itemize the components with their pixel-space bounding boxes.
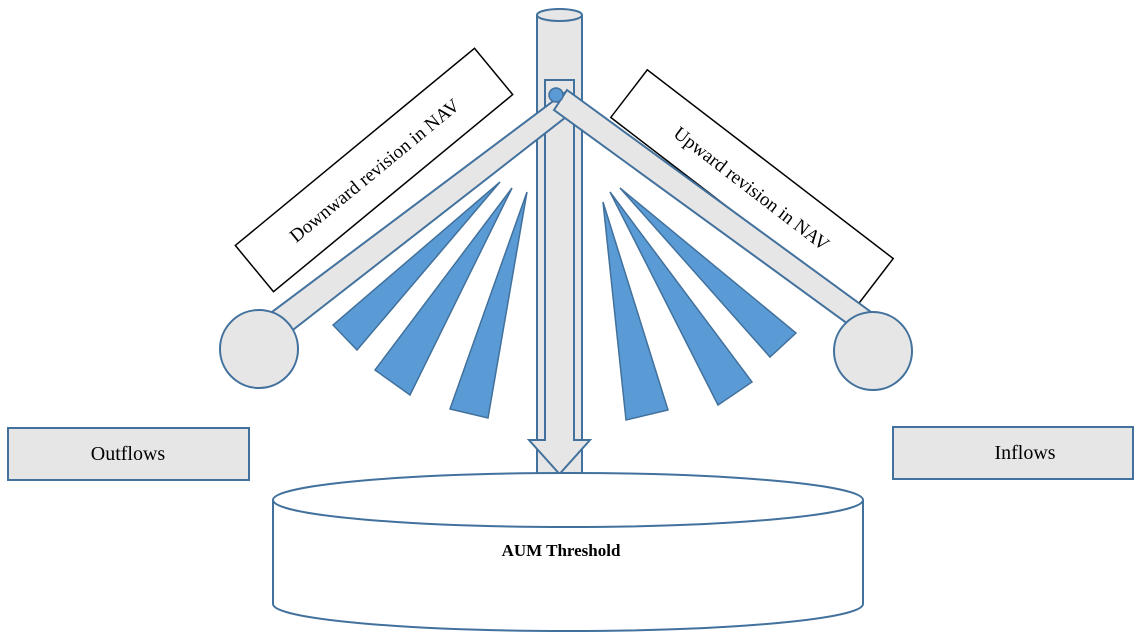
inflows-label: Inflows [994, 442, 1055, 464]
left-wedge-1 [331, 181, 501, 352]
downward-revision-label: Downward revision in NAV [286, 95, 464, 247]
left-wedge-2 [373, 187, 513, 397]
pole-top [536, 8, 583, 22]
inflows-frame [892, 426, 1134, 480]
outflows-frame [7, 427, 250, 481]
right-wedge-3 [619, 187, 798, 359]
cylinder-top [272, 472, 864, 528]
aum-threshold-cylinder: AUM Threshold [272, 472, 864, 632]
right-wedge-2 [609, 191, 754, 407]
outflows-label: Outflows [91, 443, 166, 465]
outflows-box: Outflows [7, 427, 250, 481]
down-arrow [526, 79, 593, 476]
left-wedges [331, 181, 528, 419]
left-wedge-3 [449, 191, 528, 419]
left-weight [219, 309, 299, 389]
right-wedges [602, 187, 798, 421]
right-wedge-1 [602, 201, 669, 421]
aum-threshold-label: AUM Threshold [502, 541, 621, 560]
downward-revision-frame [234, 47, 514, 293]
right-weight [833, 311, 913, 391]
cylinder-body [272, 500, 864, 632]
pivot-pin [548, 87, 564, 103]
inflows-box: Inflows [892, 426, 1134, 480]
